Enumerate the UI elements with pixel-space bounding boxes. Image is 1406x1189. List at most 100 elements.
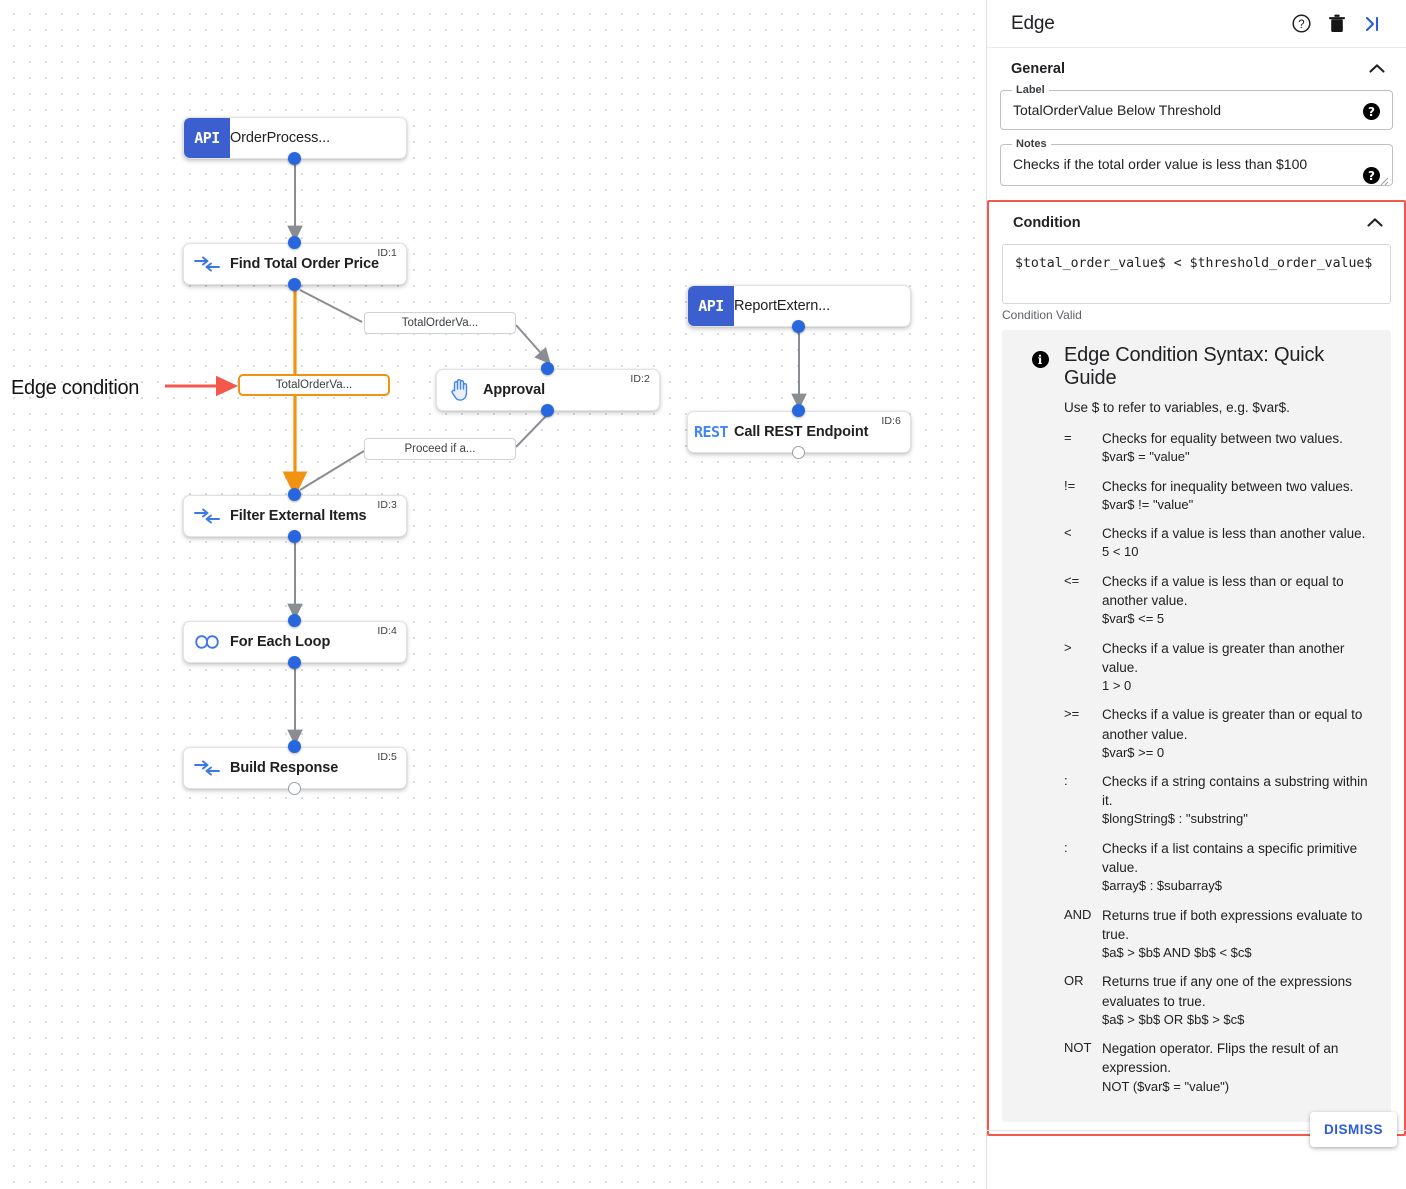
node-input-port[interactable] (288, 614, 301, 627)
operator-symbol: != (1064, 477, 1076, 493)
operator-row: >= Checks if a value is greater than or e… (1064, 705, 1377, 762)
node-output-port[interactable] (541, 404, 554, 417)
label-field-value[interactable]: TotalOrderValue Below Threshold (1013, 102, 1222, 118)
notes-resize-handle[interactable] (1379, 173, 1389, 186)
node-input-port[interactable] (792, 404, 805, 417)
transform-icon (184, 244, 230, 284)
node-title: OrderProcess... (230, 130, 331, 146)
label-field[interactable]: Label TotalOrderValue Below Threshold ? (1000, 84, 1393, 130)
node-output-port[interactable] (288, 782, 301, 795)
operator-description: Checks if a list contains a specific pri… (1102, 840, 1358, 876)
condition-syntax-guide: i Edge Condition Syntax: Quick Guide Use… (1002, 330, 1391, 1122)
api-badge-icon: API (688, 286, 734, 326)
operator-symbol: < (1064, 525, 1072, 541)
collapse-panel-icon[interactable] (1358, 9, 1388, 39)
node-output-port[interactable] (792, 446, 805, 459)
operator-row: > Checks if a value is greater than anoth… (1064, 639, 1377, 696)
node-input-port[interactable] (288, 488, 301, 501)
node-input-port[interactable] (288, 740, 301, 753)
operator-row: : Checks if a string contains a substring… (1064, 772, 1377, 829)
edge-properties-panel: Edge ? (986, 0, 1406, 1189)
node-title: For Each Loop (230, 634, 331, 650)
label-field-help-icon[interactable]: ? (1363, 103, 1380, 120)
operator-text: Checks if a value is less than or equal … (1102, 572, 1377, 629)
node-id-badge: ID:5 (377, 751, 397, 763)
condition-expression-input[interactable]: $total_order_value$ < $threshold_order_v… (1002, 244, 1391, 304)
edge-label-selected-condition[interactable]: TotalOrderVa... (238, 374, 390, 396)
operator-example: 1 > 0 (1102, 677, 1132, 693)
hand-stop-icon (437, 370, 483, 410)
operator-description: Checks if a value is less than another v… (1102, 526, 1366, 542)
notes-field-caption: Notes (1012, 138, 1051, 150)
notes-field[interactable]: Notes Checks if the total order value is… (1000, 138, 1393, 186)
rest-badge-icon: REST (693, 423, 729, 441)
operator-symbol: >= (1064, 706, 1080, 722)
operator-description: Checks if a value is greater than or equ… (1102, 707, 1363, 742)
chevron-up-icon[interactable] (1366, 58, 1388, 80)
dismiss-button[interactable]: DISMISS (1309, 1112, 1397, 1147)
notes-field-help-icon[interactable]: ? (1363, 167, 1380, 184)
annotation-edge-condition: Edge condition (11, 377, 140, 399)
section-title-condition: Condition (1013, 215, 1081, 231)
node-output-port[interactable] (288, 530, 301, 543)
operator-example: $var$ = "value" (1102, 449, 1190, 465)
operator-description: Checks if a string contains a substring … (1102, 774, 1368, 809)
workflow-canvas[interactable]: Edge condition API OrderProcess... Find … (0, 0, 985, 1189)
node-output-port[interactable] (792, 320, 805, 333)
section-title-general: General (1011, 61, 1065, 77)
panel-footer: DISMISS (987, 1112, 1406, 1189)
node-input-port[interactable] (541, 362, 554, 375)
node-title: Filter External Items (230, 508, 367, 524)
operator-example: $var$ != "value" (1102, 496, 1194, 512)
node-title: Call REST Endpoint (734, 424, 869, 440)
node-title: Approval (483, 382, 546, 398)
transform-icon (184, 496, 230, 536)
svg-text:?: ? (1298, 19, 1304, 31)
label-field-caption: Label (1012, 84, 1049, 96)
condition-status-text: Condition Valid (1002, 308, 1082, 322)
notes-field-value[interactable]: Checks if the total order value is less … (1013, 156, 1308, 172)
operator-symbol: > (1064, 639, 1072, 655)
operator-symbol: <= (1064, 572, 1080, 588)
operator-row: NOT Negation operator. Flips the result o… (1064, 1039, 1377, 1096)
operator-text: Returns true if both expressions evaluat… (1102, 906, 1377, 963)
operator-text: Checks if a value is greater than anothe… (1102, 639, 1377, 696)
node-order-process[interactable]: API OrderProcess... (183, 117, 407, 159)
node-title: Find Total Order Price (230, 256, 380, 272)
help-icon[interactable]: ? (1286, 9, 1316, 39)
operator-description: Checks if a value is greater than anothe… (1102, 640, 1345, 675)
operator-text: Returns true if any one of the expressio… (1102, 972, 1377, 1029)
operator-symbol: = (1064, 430, 1072, 445)
operator-example: $var$ <= 5 (1102, 611, 1165, 627)
section-header-condition[interactable]: Condition (989, 202, 1404, 244)
operator-description: Returns true if both expressions evaluat… (1102, 907, 1363, 942)
chevron-up-icon[interactable] (1364, 212, 1386, 234)
condition-section-highlighted: Condition $total_order_value$ < $thresho… (987, 200, 1406, 1136)
node-title: Build Response (230, 760, 339, 776)
operator-list: =Checks for equality between two values.… (1064, 429, 1377, 1096)
operator-symbol: : (1064, 773, 1068, 789)
operator-text: Checks if a value is greater than or equ… (1102, 705, 1377, 762)
operator-symbol: NOT (1064, 1040, 1092, 1056)
node-id-badge: ID:1 (377, 247, 397, 259)
guide-subtitle: Use $ to refer to variables, e.g. $var$. (1064, 400, 1290, 415)
delete-icon[interactable] (1322, 9, 1352, 39)
operator-text: Negation operator. Flips the result of a… (1102, 1039, 1377, 1096)
info-icon: i (1031, 351, 1049, 368)
node-input-port[interactable] (288, 236, 301, 249)
operator-row: =Checks for equality between two values.… (1064, 429, 1377, 467)
section-header-general[interactable]: General (987, 48, 1406, 90)
operator-symbol: OR (1064, 973, 1084, 989)
edge-label-total-order-value-upper[interactable]: TotalOrderVa... (364, 312, 516, 334)
edge-label-proceed-if[interactable]: Proceed if a... (364, 438, 516, 460)
node-output-port[interactable] (288, 278, 301, 291)
node-output-port[interactable] (288, 152, 301, 165)
node-id-badge: ID:6 (881, 415, 901, 427)
operator-text: Checks for inequality between two values… (1102, 477, 1377, 515)
operator-description: Checks if a value is less than or equal … (1102, 573, 1344, 608)
panel-title: Edge (1011, 12, 1055, 34)
node-output-port[interactable] (288, 656, 301, 669)
node-id-badge: ID:2 (630, 373, 650, 385)
operator-example: $a$ > $b$ OR $b$ > $c$ (1102, 1011, 1245, 1027)
operator-row: OR Returns true if any one of the express… (1064, 972, 1377, 1029)
